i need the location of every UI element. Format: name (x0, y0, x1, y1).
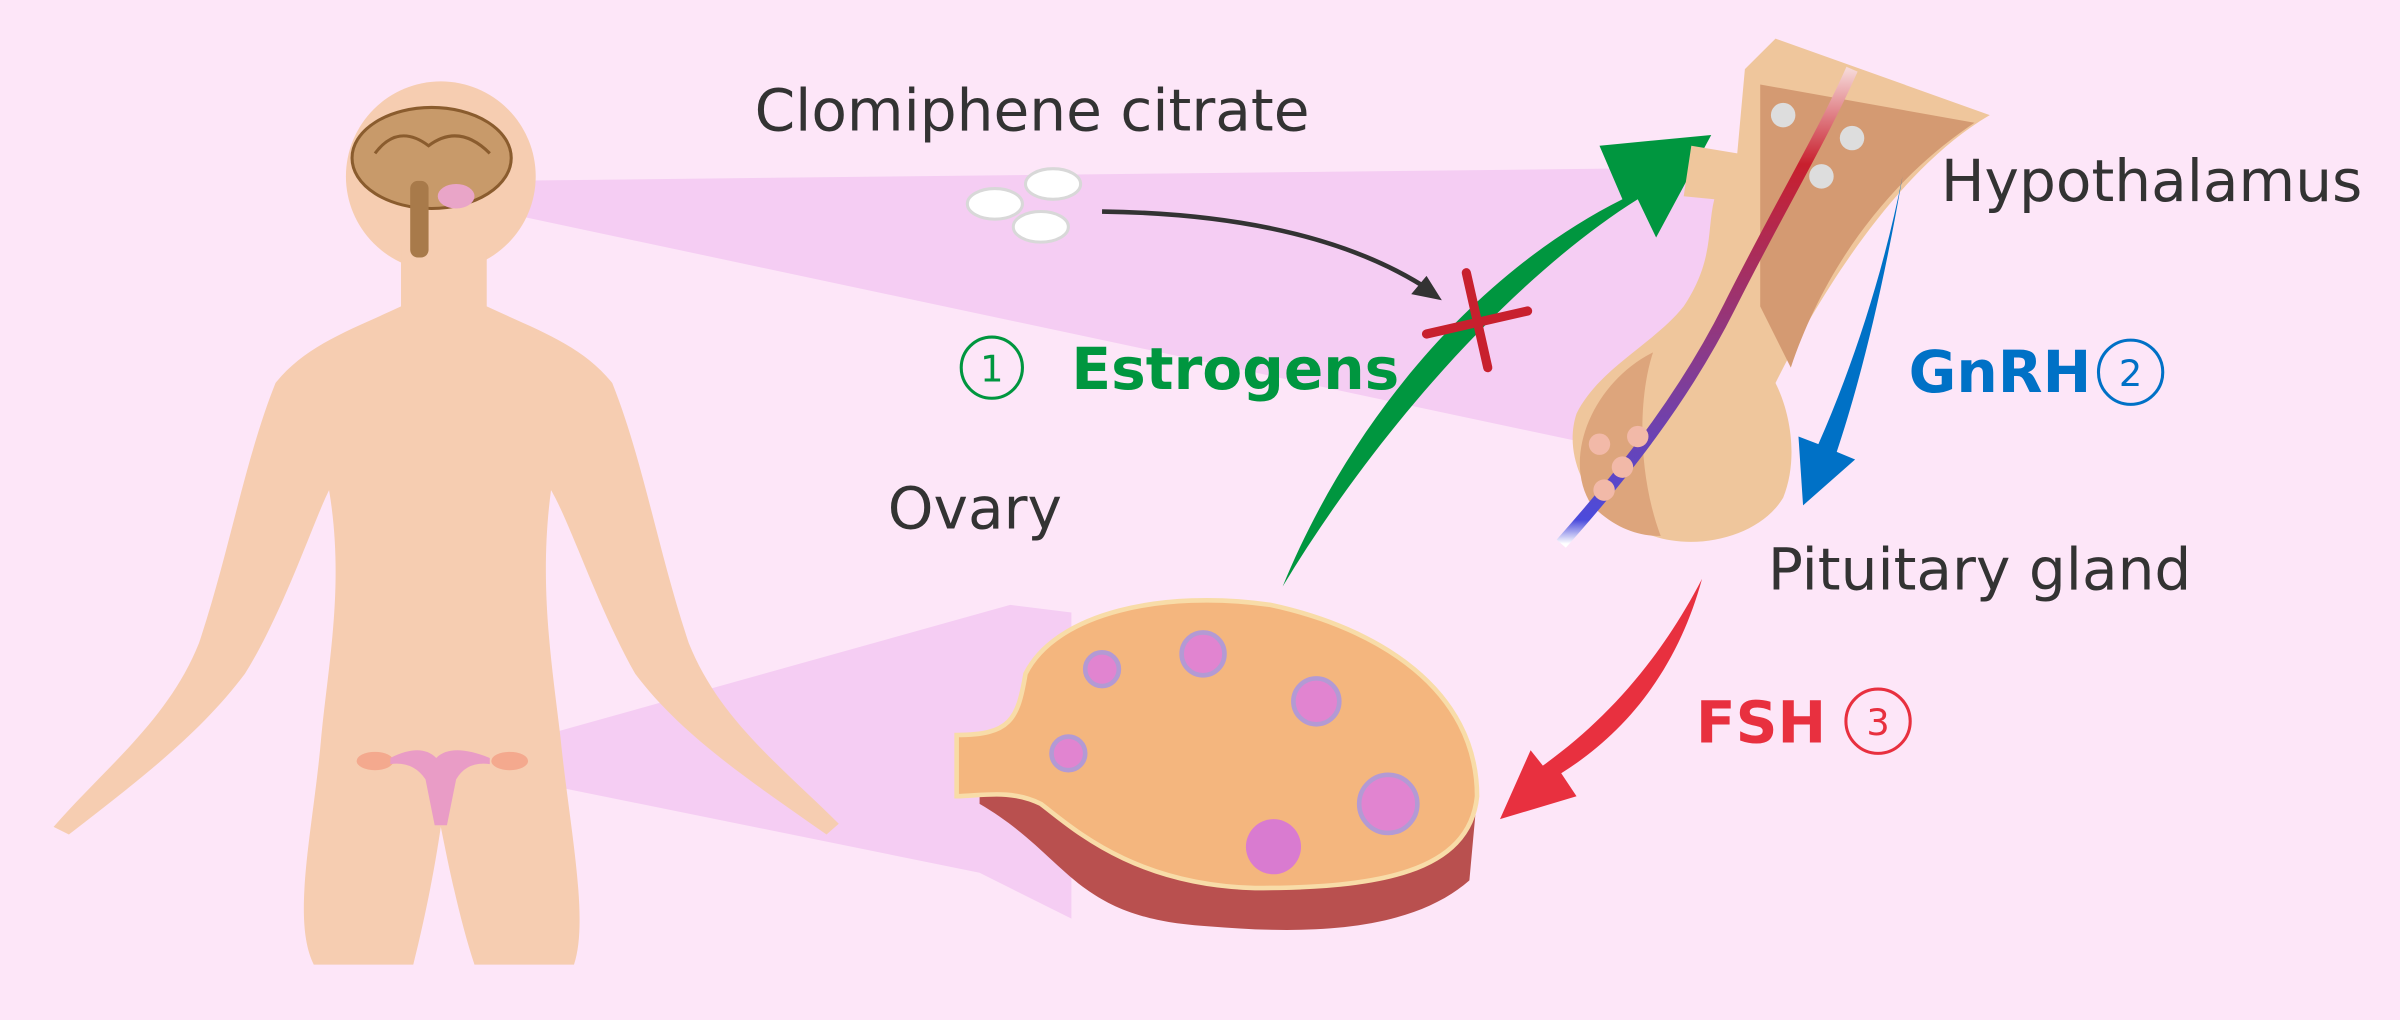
step-1-number: 1 (980, 347, 1003, 390)
fsh-label: FSH (1696, 689, 1826, 757)
drug-label: Clomiphene citrate (755, 76, 1310, 144)
step-3-number: 3 (1866, 701, 1889, 744)
ovary-projection-cone (489, 604, 1072, 919)
gnrh-label: GnRH (1909, 338, 2092, 406)
ovary-label: Ovary (888, 474, 1062, 542)
gnrh-arrow (1798, 176, 1903, 506)
brain-icon (350, 105, 513, 258)
pills-icon (965, 167, 1083, 244)
ovary-illustration (954, 598, 1480, 930)
hypothalamus-label: Hypothalamus (1941, 147, 2363, 215)
drug-action-arrow (1102, 209, 1433, 294)
estrogens-label: Estrogens (1071, 335, 1399, 403)
step-2-number: 2 (2119, 352, 2142, 395)
fsh-arrow (1500, 578, 1703, 820)
hypothalamus-pituitary-illustration (1556, 38, 1990, 548)
uterus-icon (356, 750, 529, 826)
estrogens-arrow (1282, 135, 1712, 587)
block-x-icon (1421, 268, 1533, 373)
pituitary-label: Pituitary gland (1768, 536, 2192, 604)
drug-action-arrowhead (1411, 275, 1442, 301)
fsh-label-group: FSH 3 (1696, 687, 1912, 757)
gnrh-label-group: GnRH 2 (1909, 338, 2165, 406)
estrogens-label-group: 1 Estrogens (959, 335, 1399, 403)
